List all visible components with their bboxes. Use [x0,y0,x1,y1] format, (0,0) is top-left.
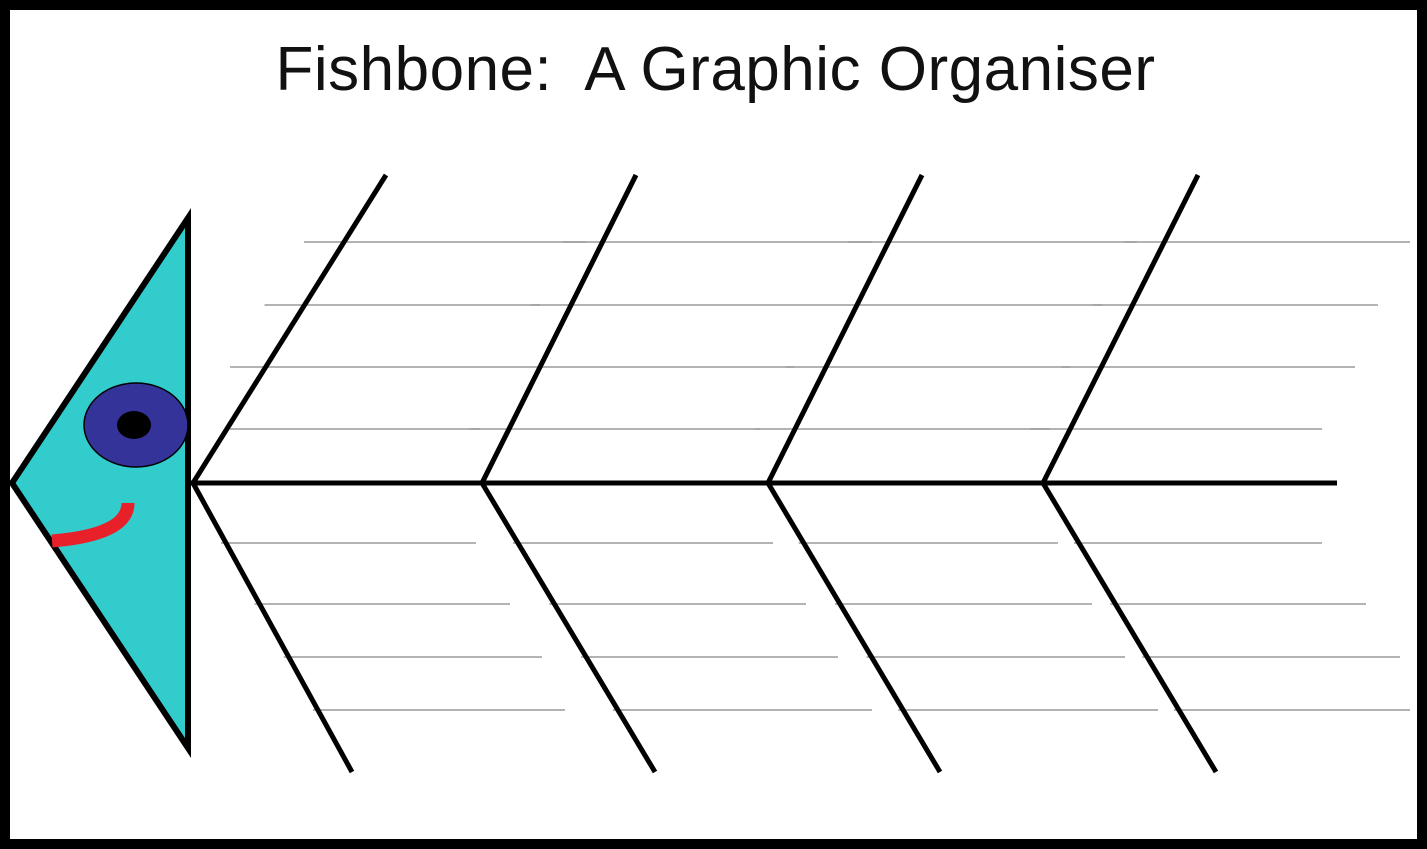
rib-upper-1 [193,175,386,483]
writing-lines [221,242,1410,710]
rib-lower-3 [768,483,940,772]
fish-pupil [117,411,151,439]
fish-head-triangle [12,218,188,748]
fish-head [12,218,188,748]
rib-lower-4 [1043,483,1216,772]
rib-lower-2 [482,483,655,772]
rib-upper-3 [768,175,922,483]
rib-upper-4 [1043,175,1198,483]
rib-upper-2 [482,175,636,483]
rib-lower-1 [193,483,352,772]
fish-bones [190,175,1337,772]
